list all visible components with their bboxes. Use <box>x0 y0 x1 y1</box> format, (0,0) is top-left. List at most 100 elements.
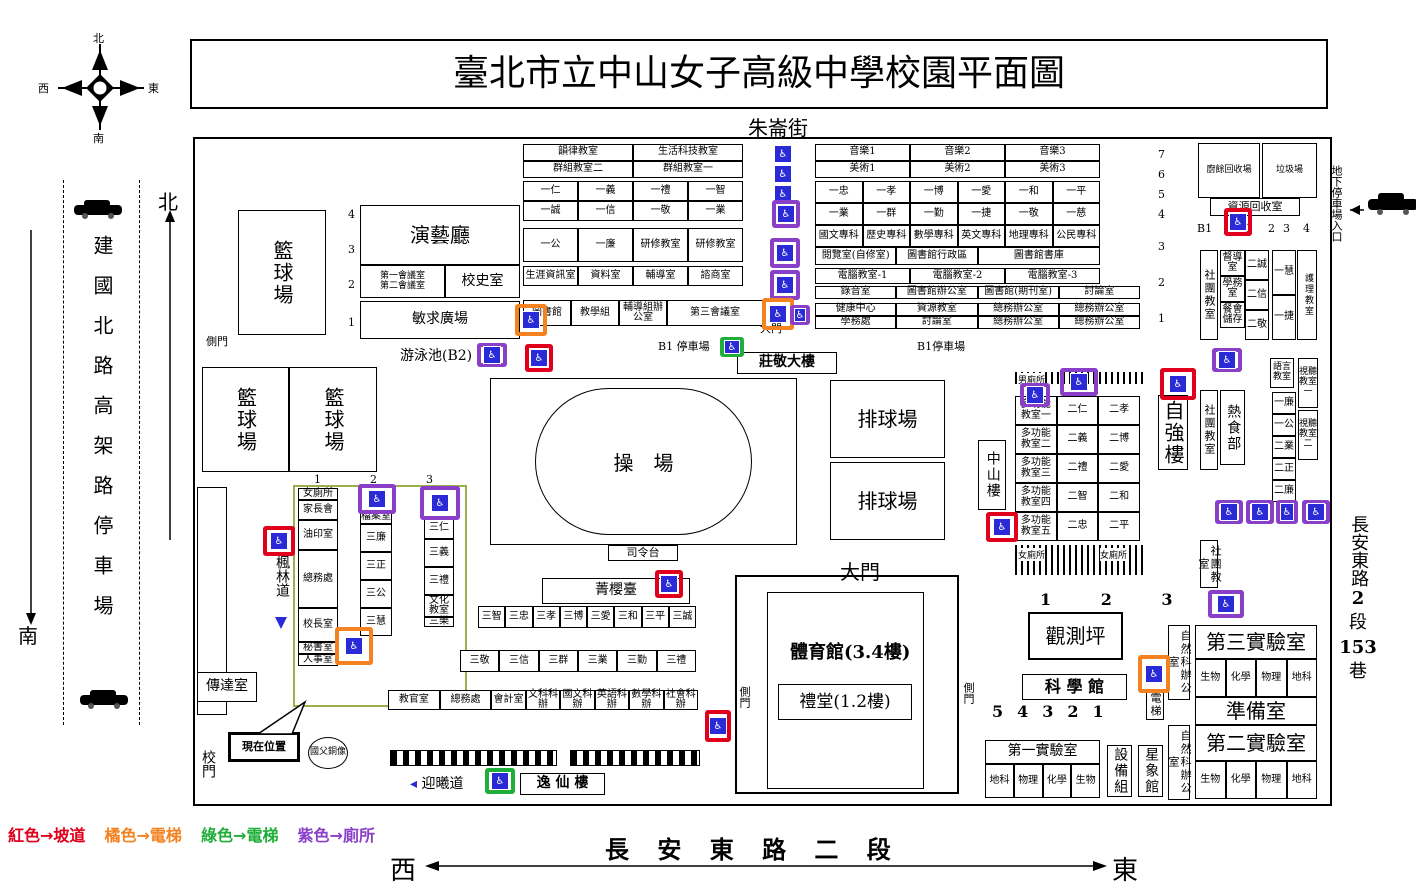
elevator-icon: ♿ <box>1138 655 1170 693</box>
lab2-subjects: 生物化學物理地科 <box>1195 761 1317 799</box>
zhongshan-label: 中山樓 <box>978 440 1006 510</box>
obs-numbers: 1 2 3 <box>1040 590 1195 609</box>
compass-north: 北 <box>93 32 104 45</box>
ramp-icon: ♿ <box>1224 208 1252 236</box>
restroom-accessible-icon: ♿ <box>1208 590 1244 618</box>
green-elevator-icon: ♿ <box>720 337 744 357</box>
meeting-rooms: 第一會議室 第二會議室 <box>360 265 445 298</box>
auditorium: 禮堂(1.2樓) <box>778 684 912 720</box>
restroom-accessible-icon: ♿ <box>1020 383 1050 407</box>
minqiu-plaza: 敏求廣場 <box>360 301 520 339</box>
club-room-3: 社團教室 <box>1197 540 1222 588</box>
west-wing-col1: 女廁所家長會油印室總務處校長室秘書室人事室 <box>298 488 338 666</box>
zhuangjing-left-r5: 一公一廉研修教室研修教室 <box>523 228 743 262</box>
accessible-icon: ♿ <box>772 163 794 185</box>
right-street: 長安東路 2 段 153 巷 <box>1339 515 1377 682</box>
ramp-icon: ♿ <box>986 512 1018 542</box>
ramp-icon: ♿ <box>263 526 295 556</box>
club-room-2: 社團教室 <box>1200 390 1218 470</box>
hatch-pattern <box>570 750 700 766</box>
gym-inner <box>767 592 924 789</box>
zhuangjing-left-r6: 生涯資訊室資料室輔導室諮商室 <box>523 266 743 286</box>
zhuangjing-label: 莊敬大樓 <box>737 352 837 374</box>
legend-green: 綠色→電梯 <box>201 826 279 845</box>
zhuangjing-right-r9: 健康中心資源教室總務辦公室總務辦公室 學務處討論室總務辦公室總務辦公室 <box>815 303 1140 329</box>
restroom-accessible-icon: ♿ <box>1246 500 1274 524</box>
east-west-arrow-icon <box>425 861 1107 871</box>
elevator-icon: ♿ <box>335 627 373 665</box>
compass-icon <box>58 44 144 130</box>
page-title: 臺北市立中山女子高級中學校園平面圖 <box>190 39 1328 109</box>
pointer-icon <box>255 700 307 735</box>
podium: 司令台 <box>608 545 678 561</box>
left-north-label: 北 <box>158 190 178 214</box>
b1-parking-2: B1停車場 <box>917 340 966 353</box>
science-office-1: 自然科辦公室 <box>1167 625 1192 700</box>
science-floors: 54321 <box>992 702 1118 721</box>
lab3-subjects: 生物化學物理地科 <box>1195 659 1317 697</box>
restroom-accessible-icon: ♿ <box>790 305 810 325</box>
lab1-subjects: 地科物理化學生物 <box>985 764 1100 798</box>
down-arrow-icon <box>275 617 287 629</box>
accessible-icon: ♿ <box>772 143 794 165</box>
car-arrow-icon <box>1350 193 1416 215</box>
garbage-area: 垃圾場 <box>1262 143 1317 198</box>
zhuangjing-left-r7: 圖書館教學組輔導組辦公室第三會議室 <box>523 300 763 326</box>
legend-orange: 橘色→電梯 <box>104 826 182 845</box>
elevator-icon: ♿ <box>515 304 547 336</box>
ziqiang-tall-3: 視聽教室一 <box>1298 358 1318 408</box>
zhuangjing-left-classes: 一仁一義一禮一智 一誠一信一敬一業 <box>523 181 743 221</box>
restroom-accessible-icon: ♿ <box>1276 500 1298 524</box>
side-gate-west: 側門 <box>206 335 228 348</box>
restroom-accessible-icon: ♿ <box>420 486 460 520</box>
street-top: 朱崙街 <box>748 116 808 140</box>
lab-2: 第二實驗室 <box>1195 725 1317 761</box>
east-label: 東 <box>1112 856 1139 886</box>
yixian-building: 逸 仙 樓 <box>520 773 605 795</box>
canteen: 熱食部 <box>1220 390 1245 465</box>
zhongshan-top-restroom: 男廁所 <box>1018 373 1046 386</box>
science-hall: 科 學 館 <box>1022 674 1127 700</box>
ziqiang-small-rooms: 督導室學務室餐會儲存 <box>1220 250 1245 328</box>
science-office-2: 自然科辦公室 <box>1167 725 1192 800</box>
observatory: 觀測坪 <box>1028 612 1123 660</box>
ramp-icon: ♿ <box>655 570 683 598</box>
south-arrow-icon <box>26 230 36 625</box>
ziqiang-col-b: 一慧一捷 <box>1272 250 1296 340</box>
kitchen-recycle: 廚餘回收場 <box>1198 143 1260 198</box>
gym-outer <box>735 575 959 794</box>
hatch-pattern <box>390 750 557 766</box>
zhuangjing-left-top: 韻律教室生活科技教室 群組教室二群組教室一 <box>523 144 743 178</box>
left-road-name: 建國北路高架路停車場 <box>90 235 114 635</box>
prep-room: 準備室 <box>1195 697 1317 725</box>
ziqiang-tall-1: 護理教室 <box>1297 250 1317 340</box>
ziqiang-tall-4: 視聽教室二 <box>1298 410 1318 460</box>
elevator-box: 電梯 <box>1146 690 1164 720</box>
main-gate: 大門 <box>840 560 880 584</box>
west-wing-bottom-row: 教官室總務處會計室文科科辦國文科辦英語科辦數學科辦社會科辦 <box>388 689 698 710</box>
playground-track: 操 場 <box>535 388 752 535</box>
green-elevator-icon: ♿ <box>485 768 515 794</box>
left-road <box>63 180 140 725</box>
b1-parking: B1 停車場 <box>658 340 710 353</box>
legend: 紅色→坡道 橘色→電梯 綠色→電梯 紫色→廁所 <box>8 822 389 846</box>
zhuangjing-right-classes: 一忠一孝一博一愛一和一平 一業一群一勤一捷一敬一慈 國文專科歷史專科數學專科英文… <box>815 181 1100 247</box>
restroom-accessible-icon: ♿ <box>770 238 800 268</box>
basketball-court-1: 籃球場 <box>238 210 326 335</box>
zhuangjing-right-r6: 閱覽室(自修室)圖書館行政區圖書館書庫 <box>815 247 1100 265</box>
performing-hall: 演藝廳 <box>360 205 520 265</box>
basketball-court-2: 籃球場 <box>202 367 289 472</box>
restroom-accessible-icon: ♿ <box>770 270 800 300</box>
restroom-accessible-icon: ♿ <box>477 343 507 367</box>
zhongshan-bottom-restroom-l: 女廁所 <box>1018 548 1046 561</box>
zhuangjing-right-r8: 錄音室圖書館辦公室圖書館(期刊室)討論室 <box>815 286 1140 299</box>
zhongshan-rooms: 多功能教室一二仁二孝 多功能教室二二義二博 多功能教室三二禮二愛 多功能教室四二… <box>1015 396 1140 541</box>
guard-room: 傳達室 <box>197 672 257 702</box>
restroom-accessible-icon: ♿ <box>772 200 800 228</box>
volleyball-court-2: 排球場 <box>830 462 945 540</box>
ziqiang-tall-2: 語言教室 <box>1270 358 1294 388</box>
west-wing-top-row: 三智三忠三孝三博三愛三和三平三誠 <box>478 606 696 628</box>
restroom-accessible-icon: ♿ <box>1212 348 1242 372</box>
